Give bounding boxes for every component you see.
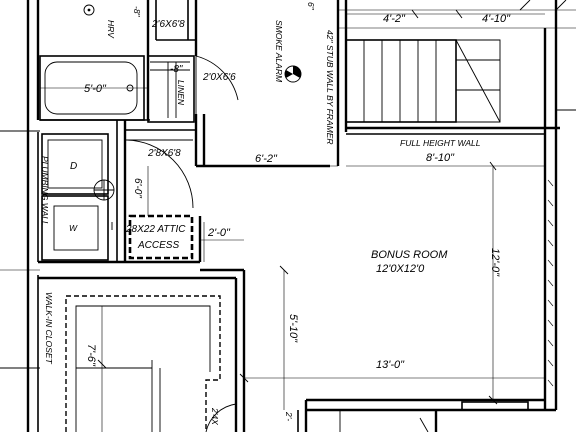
dim-8-side: -8" (170, 64, 183, 75)
linen-label: LINEN (176, 80, 186, 106)
door-size-linen: 2'0X6'6 (202, 72, 236, 83)
door-size-top: 2'6X6'8 (151, 19, 185, 30)
bottom-wall (297, 398, 556, 432)
walk-in-closet-shelving (65, 295, 221, 432)
attic-access-line2: ACCESS (137, 240, 179, 251)
dim-13-0: 13'-0" (376, 359, 405, 371)
dim-2-bottom: 2'- (284, 411, 294, 421)
room-name: BONUS ROOM (371, 249, 448, 261)
left-wall-structure (0, 0, 127, 432)
dim-5-10: 5'-10" (287, 314, 299, 343)
stair (345, 39, 501, 123)
dim-8-top: -8" (132, 6, 142, 18)
dim-12-0: 12'-0" (489, 248, 501, 277)
stub-and-full-height-walls (336, 0, 576, 166)
hrv-icon (83, 4, 95, 16)
stub-wall-label: 42" STUB WALL BY FRAMER (325, 30, 335, 145)
washer-label: W (69, 223, 78, 233)
smoke-alarm-icon (284, 65, 302, 83)
attic-access-line1: 28X22 ATTIC (125, 224, 186, 235)
attic-access-hatch (128, 214, 194, 260)
dim-6-2: 6'-2" (255, 153, 278, 165)
lower-left-walls (38, 216, 246, 432)
right-exterior-wall (543, 0, 576, 410)
dim-6-0: 6'-0" (132, 178, 143, 198)
linen-closet (146, 0, 198, 123)
laundry-appliances (41, 133, 115, 261)
tub-dimension: 5'-0" (84, 83, 107, 95)
dim-4-10: 4'-10" (482, 13, 511, 25)
dim-7-6: 7'-6" (85, 344, 97, 367)
door-size-bottom: 2'4X (210, 407, 220, 425)
door-swing-closet (205, 403, 237, 432)
smoke-alarm-label: SMOKE ALARM (274, 20, 284, 83)
dim-8-10: 8'-10" (426, 152, 455, 164)
dim-4-2: 4'-2" (383, 13, 406, 25)
dim-2-0: 2'-0" (207, 227, 231, 239)
dim-6-top: 6" (306, 2, 316, 11)
dimension-lines (40, 9, 545, 432)
dryer-label: D (70, 161, 77, 172)
room-size: 12'0X12'0 (376, 263, 425, 275)
full-height-wall-label: FULL HEIGHT WALL (400, 138, 481, 148)
door-size-bath: 2'8X6'8 (147, 148, 181, 159)
plumbing-wall-label: PLUMBING WALL (40, 156, 50, 226)
door-swing-linen (194, 55, 239, 166)
hrv-label: HRV (106, 20, 116, 39)
walk-in-closet-label: WALK-IN CLOSET (44, 292, 54, 364)
door-swing-bath (124, 139, 194, 209)
